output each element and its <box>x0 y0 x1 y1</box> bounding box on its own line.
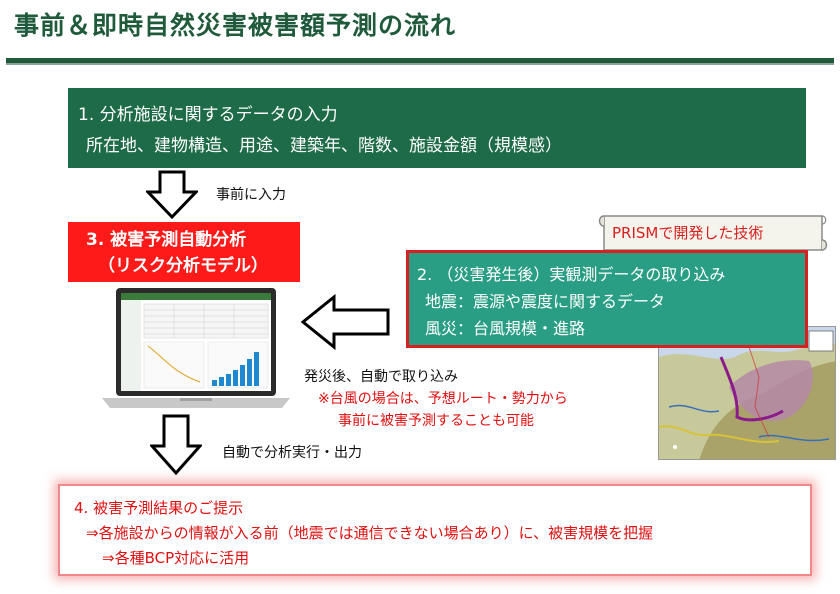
title-divider-shadow <box>6 63 834 65</box>
step2-heading: 2. （災害発生後）実観測データの取り込み <box>417 265 726 284</box>
prism-banner-text: PRISMで開発した技術 <box>612 224 764 242</box>
import-note-line3: 事前に被害予測することも可能 <box>338 413 534 429</box>
import-note-line1: 発災後、自動で取り込み <box>304 369 458 385</box>
import-note-line2: ※台風の場合は、予想ルート・勢力から <box>318 391 568 407</box>
page-title: 事前＆即時自然災害被害額予測の流れ <box>14 11 457 40</box>
step2-wind: 風災：台風規模・進路 <box>425 319 586 338</box>
step4-result-box: 4. 被害予測結果のご提示 ⇒各施設からの情報が入る前（地震では通信できない場合… <box>58 484 812 576</box>
step1-heading: 1. 分析施設に関するデータの入力 <box>78 105 338 125</box>
step2-earthquake: 地震：震源や震度に関するデータ <box>425 292 666 311</box>
title-divider <box>6 58 834 63</box>
left-arrow-icon <box>300 294 390 350</box>
step3-line2: （リスク分析モデル） <box>98 256 268 276</box>
down-arrow-icon <box>146 170 198 220</box>
step1-detail: 所在地、建物構造、用途、建築年、階数、施設金額（規模感） <box>86 136 562 156</box>
laptop-dashboard-image <box>102 288 290 408</box>
auto-run-note: 自動で分析実行・出力 <box>222 445 362 461</box>
step4-heading: 4. 被害予測結果のご提示 <box>74 499 244 517</box>
step1-input-box: 1. 分析施設に関するデータの入力 所在地、建物構造、用途、建築年、階数、施設金… <box>68 88 806 168</box>
prior-input-note: 事前に入力 <box>216 187 286 203</box>
step4-line1: ⇒各施設からの情報が入る前（地震では通信できない場合あり）に、被害規模を把握 <box>86 524 654 542</box>
step2-observation-box: 2. （災害発生後）実観測データの取り込み 地震：震源や震度に関するデータ 風災… <box>406 250 808 348</box>
step4-line2: ⇒各種BCP対応に活用 <box>102 549 250 567</box>
prism-banner: PRISMで開発した技術 <box>596 212 830 254</box>
step3-analysis-box: 3. 被害予測自動分析 （リスク分析モデル） <box>68 222 300 282</box>
map-graphic <box>659 327 835 459</box>
down-arrow-icon-2 <box>150 414 202 476</box>
step3-line1: 3. 被害予測自動分析 <box>86 230 247 250</box>
